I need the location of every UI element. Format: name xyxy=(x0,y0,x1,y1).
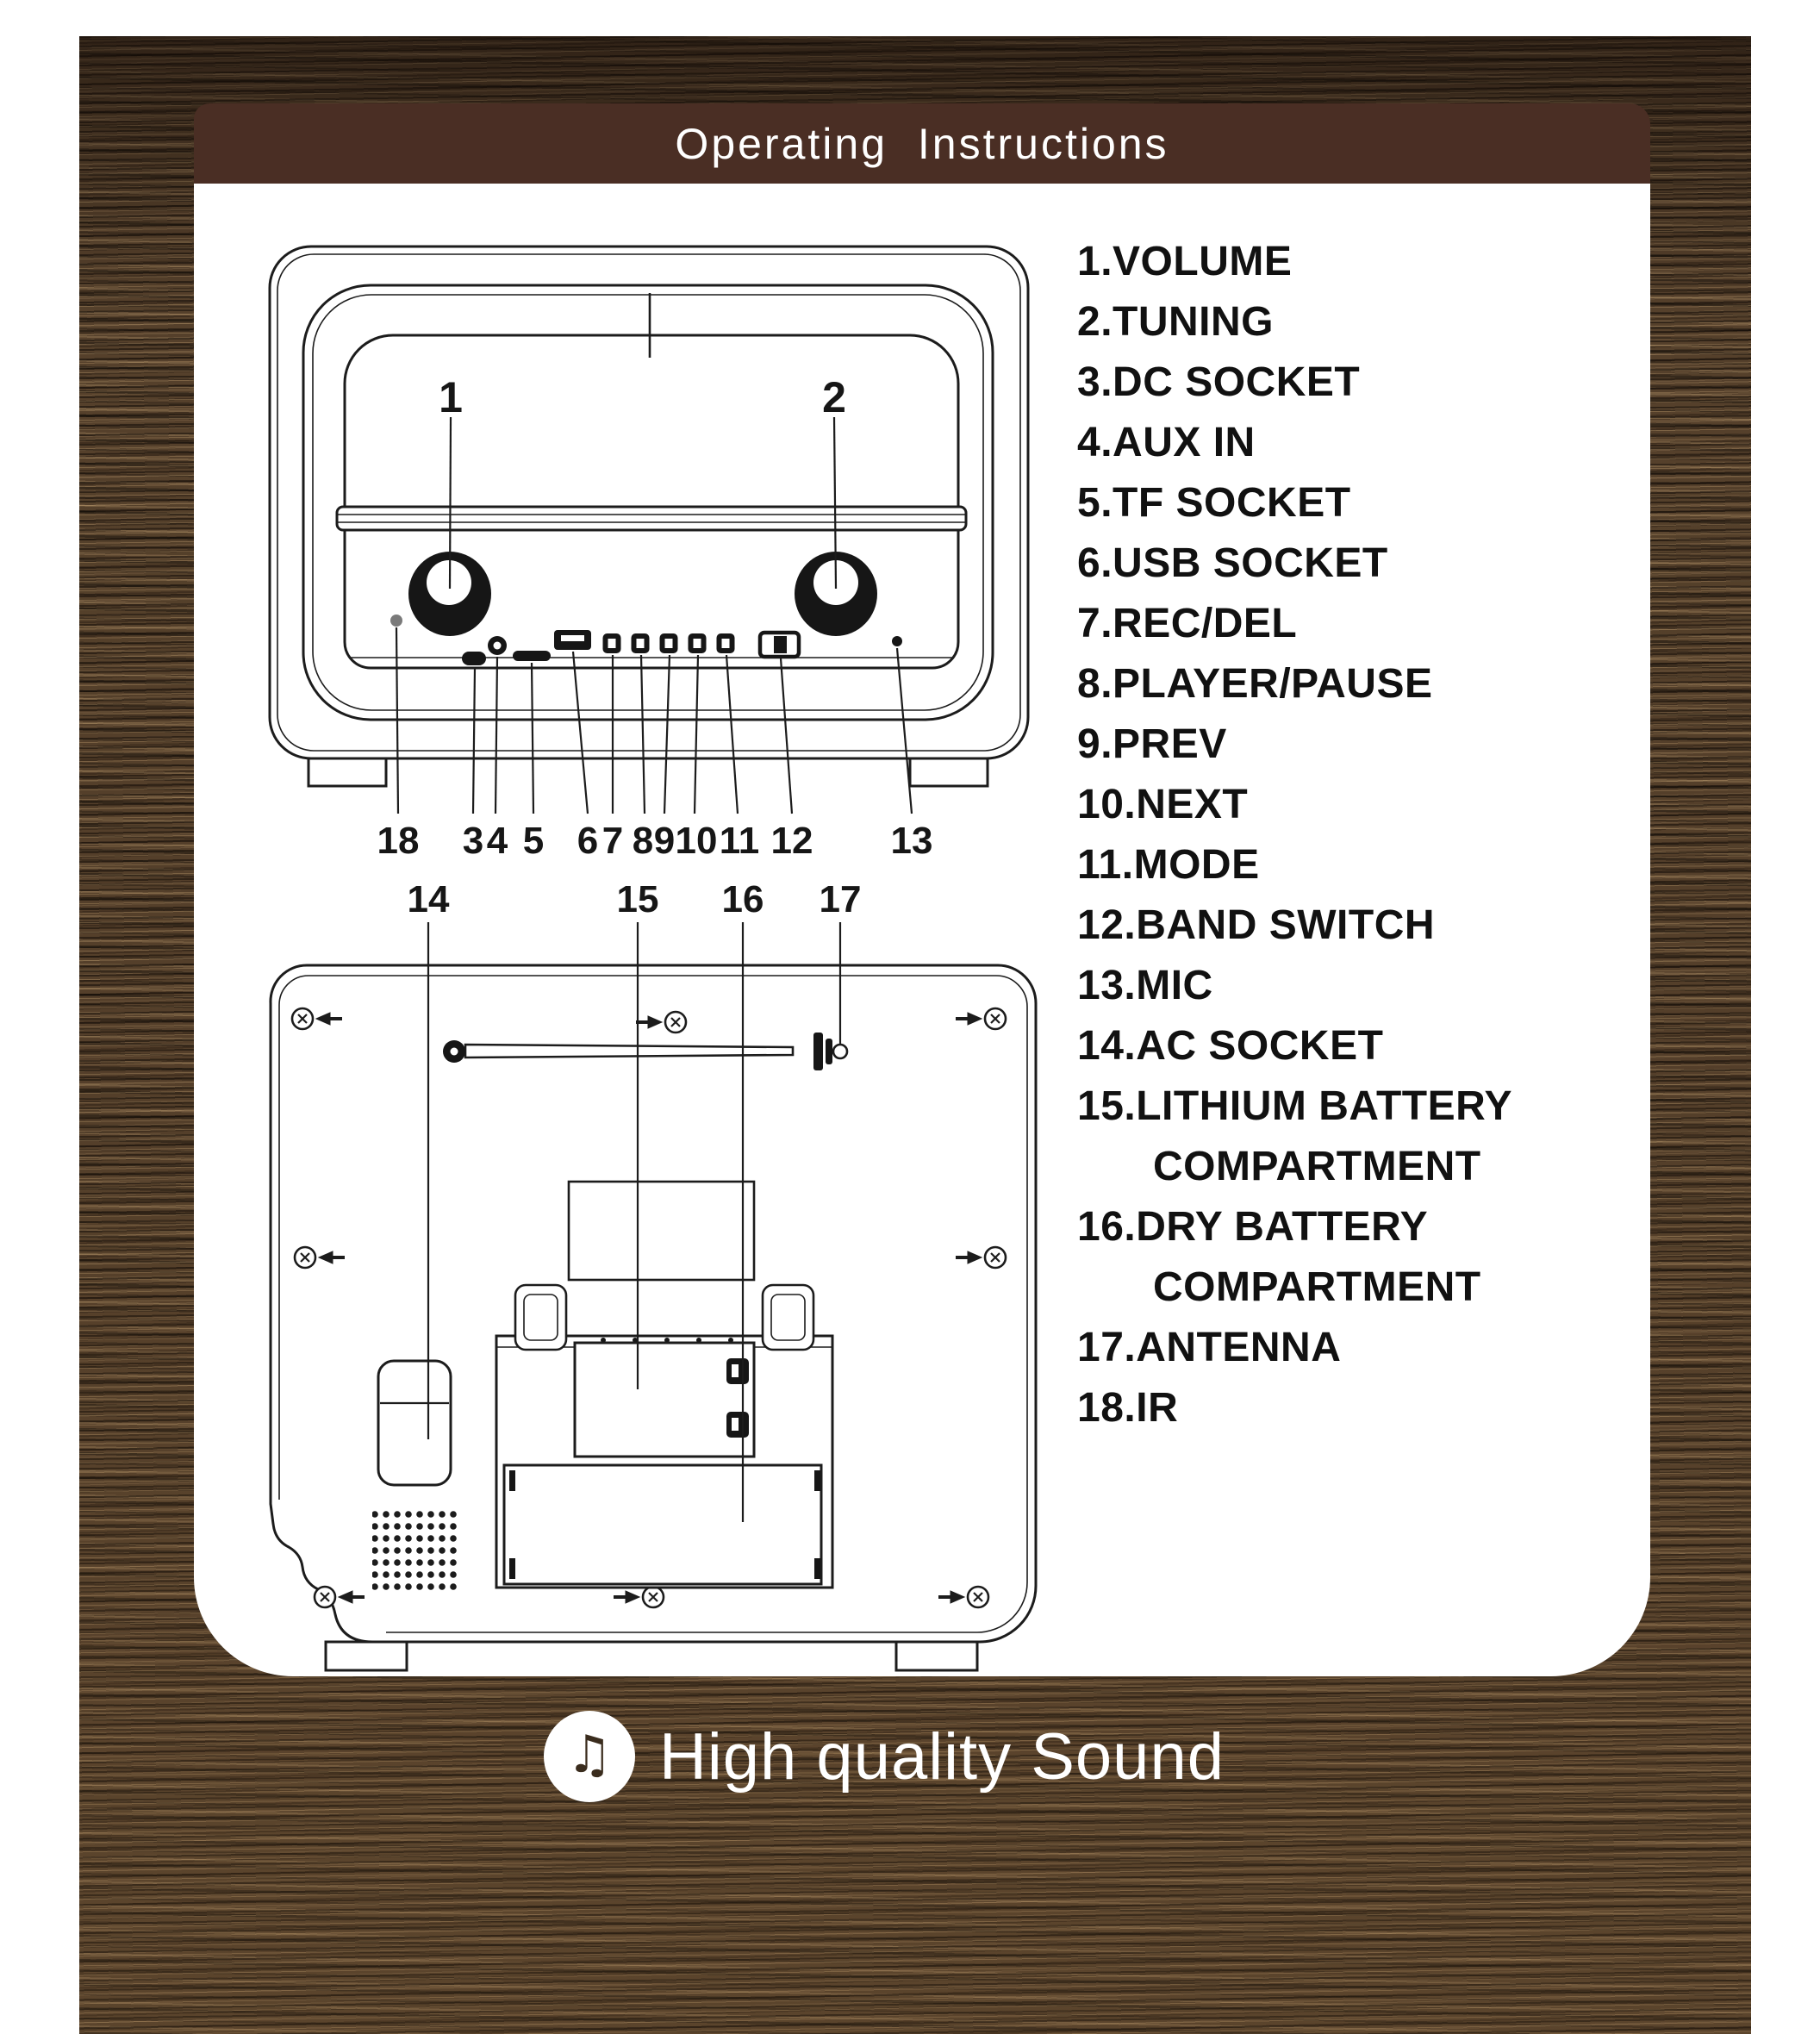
page-title: Operating Instructions xyxy=(675,119,1169,168)
parts-list-item: 16.DRY BATTERY xyxy=(1077,1204,1429,1250)
svg-text:17: 17 xyxy=(820,878,862,920)
back-view: 14 15 16 17 xyxy=(269,878,1038,1672)
music-note-icon: ♫ xyxy=(544,1711,635,1802)
speaker-grille xyxy=(372,1511,459,1592)
music-note-glyph: ♫ xyxy=(566,1725,613,1785)
brand-row: ♫ High quality Sound xyxy=(48,1711,1720,1802)
dry-battery-compartment xyxy=(502,1463,823,1586)
front-view: 1 2 18 3 4 5 6 7 8 9 10 11 xyxy=(268,245,1030,862)
parts-list-item: 5.TF SOCKET xyxy=(1077,480,1351,526)
back-number-row: 14 15 16 17 xyxy=(408,878,862,920)
svg-text:9: 9 xyxy=(654,820,675,862)
parts-list-item: 3.DC SOCKET xyxy=(1077,359,1361,405)
svg-text:4: 4 xyxy=(487,820,508,862)
svg-text:3: 3 xyxy=(463,820,483,862)
parts-list-item: COMPARTMENT xyxy=(1153,1264,1481,1310)
instructions-panel: Operating Instructions xyxy=(194,103,1650,1676)
ir-sensor xyxy=(390,615,402,627)
back-foot-right xyxy=(894,1640,979,1672)
antenna xyxy=(443,1033,849,1070)
svg-text:7: 7 xyxy=(602,820,623,862)
parts-list-item: 17.ANTENNA xyxy=(1077,1325,1342,1370)
svg-text:6: 6 xyxy=(577,820,598,862)
svg-text:14: 14 xyxy=(408,878,450,920)
wood-background: Operating Instructions xyxy=(79,36,1751,2034)
svg-text:11: 11 xyxy=(720,820,760,862)
parts-list-item: 9.PREV xyxy=(1077,721,1227,767)
svg-text:13: 13 xyxy=(891,820,933,862)
parts-list-item: 4.AUX IN xyxy=(1077,420,1256,465)
parts-list-item: 6.USB SOCKET xyxy=(1077,540,1388,586)
band-switch xyxy=(757,630,801,659)
parts-list-item: 1.VOLUME xyxy=(1077,239,1293,284)
svg-text:18: 18 xyxy=(377,820,420,862)
parts-list-item: 7.REC/DEL xyxy=(1077,601,1298,646)
parts-list-item: 13.MIC xyxy=(1077,963,1213,1008)
callout-2: 2 xyxy=(822,373,846,421)
parts-list-item: 11.MODE xyxy=(1077,842,1260,888)
parts-list-item: 15.LITHIUM BATTERY xyxy=(1077,1083,1513,1129)
parts-list-item: 2.TUNING xyxy=(1077,299,1275,345)
parts-list: 1.VOLUME 2.TUNING 3.DC SOCKET 4.AUX IN 5… xyxy=(1077,232,1512,1438)
svg-text:15: 15 xyxy=(617,878,659,920)
parts-list-item: 14.AC SOCKET xyxy=(1077,1023,1384,1069)
back-leader-lines xyxy=(427,922,842,1522)
device-diagram: 1 2 18 3 4 5 6 7 8 9 10 11 xyxy=(268,245,1038,1672)
dc-socket xyxy=(462,652,486,665)
tagline: High quality Sound xyxy=(659,1719,1225,1794)
parts-list-item: 18.IR xyxy=(1077,1385,1179,1431)
front-shelf xyxy=(335,505,968,532)
lithium-battery xyxy=(573,1341,756,1458)
svg-text:12: 12 xyxy=(771,820,813,862)
tf-socket xyxy=(513,651,551,661)
front-number-row: 18 3 4 5 6 7 8 9 10 11 12 13 xyxy=(377,820,933,862)
svg-text:16: 16 xyxy=(722,878,764,920)
parts-list-item: 8.PLAYER/PAUSE xyxy=(1077,661,1433,707)
front-foot-right xyxy=(908,757,989,788)
front-foot-left xyxy=(307,757,388,788)
function-buttons xyxy=(602,633,735,653)
panel-body: 1 2 18 3 4 5 6 7 8 9 10 11 xyxy=(194,184,1650,1676)
parts-list-item: 12.BAND SWITCH xyxy=(1077,902,1436,948)
ac-socket xyxy=(377,1359,452,1487)
usb-socket xyxy=(554,630,591,650)
svg-text:5: 5 xyxy=(523,820,544,862)
panel-header: Operating Instructions xyxy=(194,103,1650,184)
battery-latches xyxy=(514,1283,815,1351)
parts-list-item: 10.NEXT xyxy=(1077,782,1249,827)
parts-list-item: COMPARTMENT xyxy=(1153,1144,1481,1189)
aux-in-socket xyxy=(488,636,507,655)
front-leader-lines xyxy=(395,416,913,814)
svg-text:8: 8 xyxy=(633,820,653,862)
handle-bracket xyxy=(567,1180,756,1282)
back-foot-left xyxy=(324,1640,408,1672)
svg-text:10: 10 xyxy=(676,820,718,862)
mic-hole xyxy=(892,636,902,646)
callout-1: 1 xyxy=(439,373,463,421)
